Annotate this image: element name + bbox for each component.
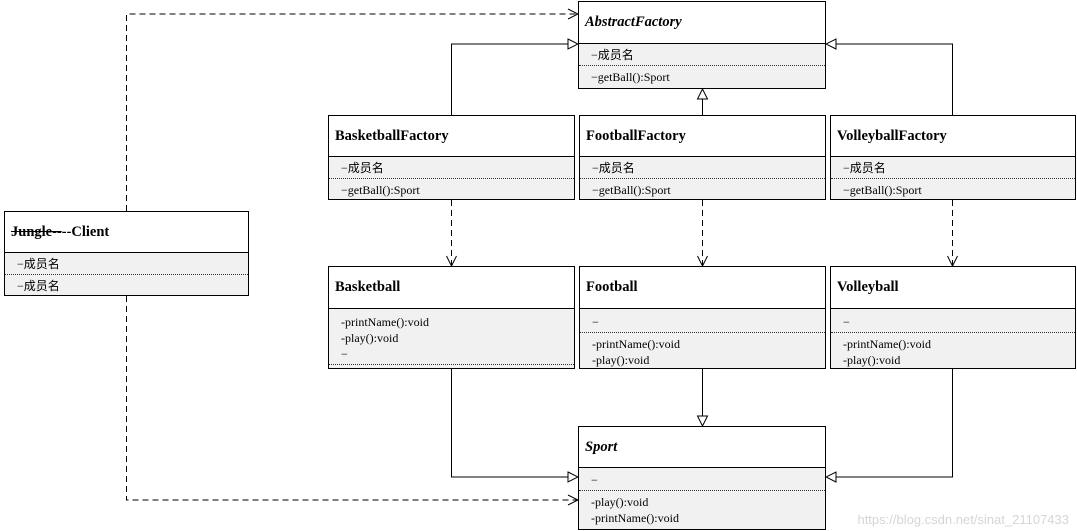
watermark-url: https://blog.csdn.net/sinat_21107433 — [857, 512, 1069, 527]
operation: -printName():void — [591, 511, 679, 525]
football-attributes: − — [580, 309, 825, 333]
client-uses-sport-line — [126, 296, 579, 500]
football-class[interactable]: Football − -printName():void -play():voi… — [579, 266, 826, 369]
attribute: −成员名 — [17, 257, 60, 271]
attribute: − — [843, 315, 850, 329]
client-name-struck: Jungle-- — [11, 223, 62, 240]
attribute: −成员名 — [592, 161, 635, 175]
football-name: Football — [580, 267, 825, 309]
operation: -play():void — [592, 353, 650, 367]
operation: −getBall():Sport — [592, 183, 671, 197]
client-name: Jungle----Client — [5, 212, 248, 253]
basketball-class[interactable]: Basketball -printName():void -play():voi… — [328, 266, 575, 369]
basketball-factory-attributes: −成员名 — [329, 157, 574, 179]
attribute: −成员名 — [341, 161, 384, 175]
sport-name: Sport — [579, 427, 825, 468]
operation: −getBall():Sport — [591, 70, 670, 84]
volleyball-factory-attributes: −成员名 — [831, 157, 1075, 179]
operation: −getBall():Sport — [843, 183, 922, 197]
operation: −成员名 — [17, 279, 60, 293]
volleyball-inherits-line — [826, 369, 953, 477]
basketball-members: -printName():void -play():void − — [329, 309, 574, 365]
operation: -play():void — [843, 353, 901, 367]
client-name-rest: --Client — [61, 223, 110, 240]
operation: -printName():void — [843, 337, 931, 351]
basketball-factory-class[interactable]: BasketballFactory −成员名 −getBall():Sport — [328, 115, 575, 200]
member: − — [341, 347, 348, 361]
football-factory-class[interactable]: FootballFactory −成员名 −getBall():Sport — [579, 115, 826, 200]
basketball-factory-operations: −getBall():Sport — [329, 179, 574, 200]
volleyball-name: Volleyball — [831, 267, 1075, 309]
operation: −getBall():Sport — [341, 183, 420, 197]
volleyball-attributes: − — [831, 309, 1075, 333]
football-operations: -printName():void -play():void — [580, 333, 825, 370]
attribute: −成员名 — [843, 161, 886, 175]
attribute: − — [592, 315, 599, 329]
client-class[interactable]: Jungle----Client −成员名 −成员名 — [4, 211, 249, 296]
football-factory-operations: −getBall():Sport — [580, 179, 825, 200]
volleyball-factory-name: VolleyballFactory — [831, 116, 1075, 157]
client-uses-factory-line — [126, 14, 579, 211]
operation: -printName():void — [592, 337, 680, 351]
football-factory-attributes: −成员名 — [580, 157, 825, 179]
basketball-factory-name: BasketballFactory — [329, 116, 574, 157]
attribute: −成员名 — [591, 48, 634, 62]
sport-operations: -play():void -printName():void — [579, 491, 825, 528]
abstract-factory-operations: −getBall():Sport — [579, 66, 825, 87]
abstract-factory-class[interactable]: AbstractFactory −成员名 −getBall():Sport — [578, 1, 826, 89]
abstract-factory-name: AbstractFactory — [579, 2, 825, 44]
volleyball-factory-operations: −getBall():Sport — [831, 179, 1075, 200]
operation: -play():void — [591, 495, 649, 509]
sport-attributes: − — [579, 468, 825, 491]
volleyball-class[interactable]: Volleyball − -printName():void -play():v… — [830, 266, 1076, 369]
client-operations: −成员名 — [5, 275, 248, 296]
football-factory-name: FootballFactory — [580, 116, 825, 157]
sport-class[interactable]: Sport − -play():void -printName():void — [578, 426, 826, 530]
attribute: − — [591, 473, 598, 487]
volleyball-operations: -printName():void -play():void — [831, 333, 1075, 370]
basketball-name: Basketball — [329, 267, 574, 309]
volleyball-factory-inherits-line — [826, 44, 953, 115]
volleyball-factory-class[interactable]: VolleyballFactory −成员名 −getBall():Sport — [830, 115, 1076, 200]
client-attributes: −成员名 — [5, 253, 248, 275]
abstract-factory-attributes: −成员名 — [579, 44, 825, 66]
member: -play():void — [341, 331, 399, 345]
member: -printName():void — [341, 315, 429, 329]
basketball-factory-inherits-line — [451, 44, 579, 115]
basketball-inherits-line — [451, 369, 579, 477]
